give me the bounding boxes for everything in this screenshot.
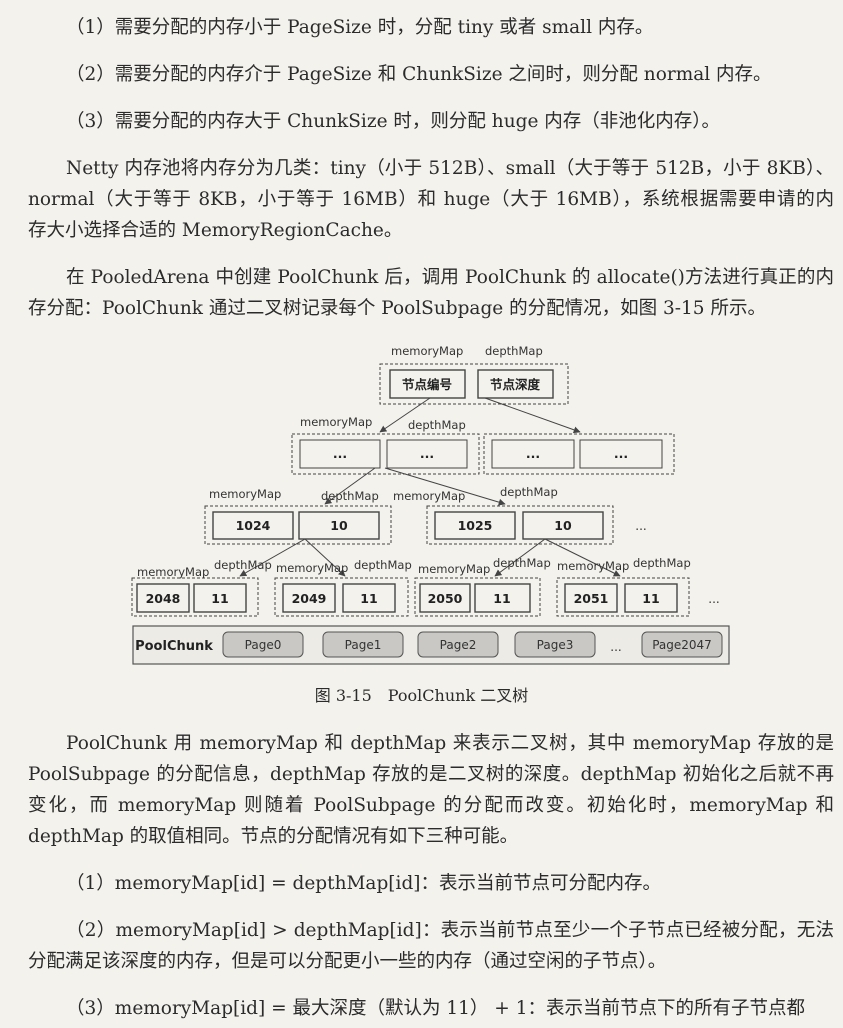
root-node-id-cell: 节点编号 — [402, 377, 452, 392]
para-memorymap-line1: PoolChunk 用 memoryMap 和 depthMap 来表示二叉树，… — [66, 733, 834, 754]
leaf-2048-memorymap-label: memoryMap — [137, 565, 209, 579]
node-1025-id: 1025 — [458, 518, 493, 533]
root-depthmap-label: depthMap — [485, 344, 543, 358]
para-memorymap-line3: 变化，而 memoryMap 则随着 PoolSubpage 的分配而改变。初始… — [28, 795, 834, 816]
level1-cell-a: ... — [333, 446, 347, 461]
leaf-2051-memorymap-label: memoryMap — [557, 559, 629, 573]
level1-depthmap-label: depthMap — [408, 418, 466, 432]
leaf-2050-memorymap-label: memoryMap — [418, 562, 490, 576]
node-1024-depth: 10 — [330, 518, 348, 533]
node-2050-depth: 11 — [493, 591, 510, 606]
node-2051-depth: 11 — [642, 591, 659, 606]
para-possibility-2-line2: 分配满足该深度的内存，但是可以分配更小一些的内存（通过空闲的子节点）。 — [28, 951, 667, 972]
page0-cell: Page0 — [245, 638, 282, 652]
para-possibility-2-line1: （2）memoryMap[id] > depthMap[id]：表示当前节点至少… — [66, 920, 834, 941]
leaf-2050-depthmap-label: depthMap — [493, 556, 551, 570]
level1-memorymap-label: memoryMap — [300, 415, 372, 429]
node-1024-id: 1024 — [236, 518, 271, 533]
para-memory-classes-line1: Netty 内存池将内存分为几类：tiny（小于 512B）、small（大于等… — [66, 158, 834, 179]
page2047-cell: Page2047 — [652, 638, 712, 652]
para-allocate-line2: 存分配：PoolChunk 通过二叉树记录每个 PoolSubpage 的分配情… — [28, 298, 766, 319]
figure-caption: 图 3-15 PoolChunk 二叉树 — [314, 686, 529, 705]
para-case-2: （2）需要分配的内存介于 PageSize 和 ChunkSize 之间时，则分… — [66, 64, 772, 85]
level2-ellipsis: ... — [635, 519, 646, 533]
level1-cell-b: ... — [420, 446, 434, 461]
leaves-ellipsis: ... — [708, 592, 719, 606]
level2-left-memorymap-label: memoryMap — [209, 487, 281, 501]
para-memorymap-line4: depthMap 的取值相同。节点的分配情况有如下三种可能。 — [28, 826, 519, 847]
pages-ellipsis: ... — [610, 640, 621, 654]
para-case-1: （1）需要分配的内存小于 PageSize 时，分配 tiny 或者 small… — [66, 17, 654, 38]
para-memory-classes-line2: normal（大于等于 8KB，小于等于 16MB）和 huge（大于 16MB… — [28, 189, 834, 210]
leaf-2051-depthmap-label: depthMap — [633, 556, 691, 570]
root-memorymap-label: memoryMap — [391, 344, 463, 358]
leaf-2049-depthmap-label: depthMap — [354, 558, 412, 572]
level1-cell-d: ... — [614, 446, 628, 461]
node-1025-depth: 10 — [554, 518, 572, 533]
para-possibility-3: （3）memoryMap[id] = 最大深度（默认为 11） + 1：表示当前… — [66, 998, 805, 1019]
leaf-2049-memorymap-label: memoryMap — [276, 561, 348, 575]
para-possibility-1: （1）memoryMap[id] = depthMap[id]：表示当前节点可分… — [66, 873, 662, 894]
node-2048-depth: 11 — [211, 591, 228, 606]
level2-right-depthmap-label: depthMap — [500, 485, 558, 499]
node-2051-id: 2051 — [574, 591, 609, 606]
leaf-2048-depthmap-label: depthMap — [214, 558, 272, 572]
root-node-depth-cell: 节点深度 — [490, 377, 541, 392]
node-2049-depth: 11 — [360, 591, 377, 606]
page3-cell: Page3 — [537, 638, 574, 652]
level2-right-memorymap-label: memoryMap — [393, 489, 465, 503]
level2-left-depthmap-label: depthMap — [321, 489, 379, 503]
level1-cell-c: ... — [526, 446, 540, 461]
page1-cell: Page1 — [345, 638, 382, 652]
para-allocate-line1: 在 PooledArena 中创建 PoolChunk 后，调用 PoolChu… — [66, 267, 834, 288]
node-2049-id: 2049 — [292, 591, 327, 606]
para-memorymap-line2: PoolSubpage 的分配信息，depthMap 存放的是二叉树的深度。de… — [28, 764, 834, 785]
poolchunk-label: PoolChunk — [135, 639, 213, 654]
page2-cell: Page2 — [440, 638, 477, 652]
node-2048-id: 2048 — [146, 591, 181, 606]
para-case-3: （3）需要分配的内存大于 ChunkSize 时，则分配 huge 内存（非池化… — [66, 111, 721, 132]
para-memory-classes-line3: 存大小选择合适的 MemoryRegionCache。 — [28, 220, 403, 241]
poolchunk-binary-tree-figure: memoryMap depthMap memoryMap depthMap me… — [131, 344, 730, 665]
node-2050-id: 2050 — [428, 591, 463, 606]
